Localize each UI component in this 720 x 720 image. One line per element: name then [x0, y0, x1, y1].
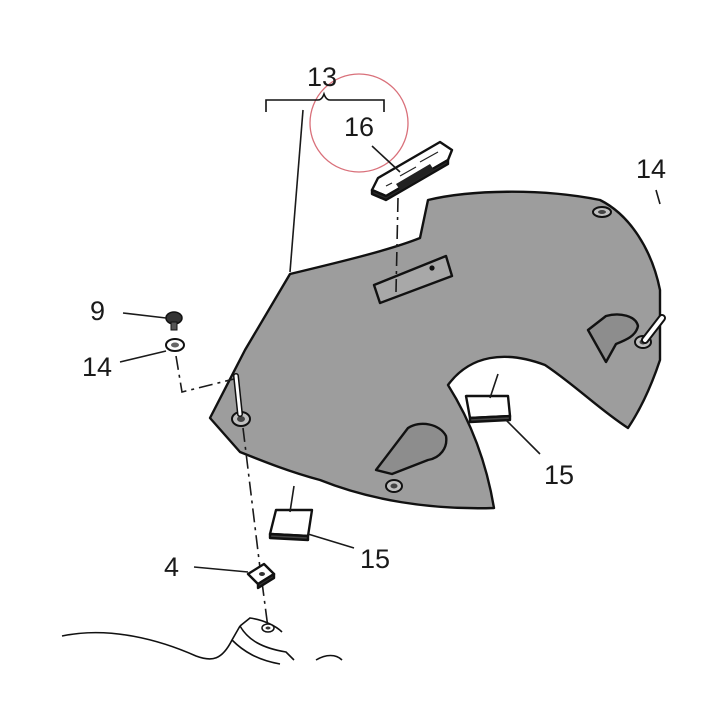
callout-15-bottom: 15: [360, 544, 390, 574]
axis-pad-bottom: [289, 485, 295, 513]
bolt-9: [165, 311, 183, 331]
badge-logo: [385, 151, 439, 190]
leader-9: [122, 312, 167, 319]
leader-4: [193, 566, 249, 573]
axis-badge: [395, 197, 399, 293]
pad-hole: [429, 265, 435, 271]
leader-15-bottom: [307, 533, 355, 549]
mounting-hole-top: [592, 206, 612, 218]
callout-14-left: 14: [82, 352, 112, 382]
leader-15-right: [505, 419, 541, 455]
rubber-pad-bottom: [268, 508, 314, 542]
slot-cutout-center: [374, 422, 448, 476]
callout-9: 9: [90, 296, 105, 326]
lower-mount-hole: [261, 623, 275, 633]
washer-14: [165, 338, 185, 352]
mounting-hole-bottom: [385, 479, 403, 493]
leader-14-top-right: [655, 189, 661, 205]
badge: [370, 140, 454, 202]
callout-4: 4: [164, 552, 179, 582]
brace-13: [265, 91, 385, 112]
leader-14-left: [119, 350, 167, 363]
leader-16: [371, 145, 401, 173]
callout-16: 16: [344, 112, 374, 142]
callout-14-top-right: 14: [636, 154, 666, 184]
rubber-pad-right: [464, 394, 512, 424]
clip-nut-4: [246, 562, 276, 590]
axis-clip: [242, 427, 261, 569]
leader-13: [289, 109, 304, 273]
callout-13: 13: [307, 62, 337, 92]
slot-cutout-right: [586, 313, 640, 364]
lower-body-part: [61, 617, 343, 665]
callout-15-right: 15: [544, 460, 574, 490]
main-panel: [208, 190, 662, 510]
highlight-circle: [309, 73, 409, 173]
axis-pad-right: [489, 373, 499, 399]
screw-right: [641, 314, 666, 344]
axis-clip-lower: [261, 581, 269, 629]
